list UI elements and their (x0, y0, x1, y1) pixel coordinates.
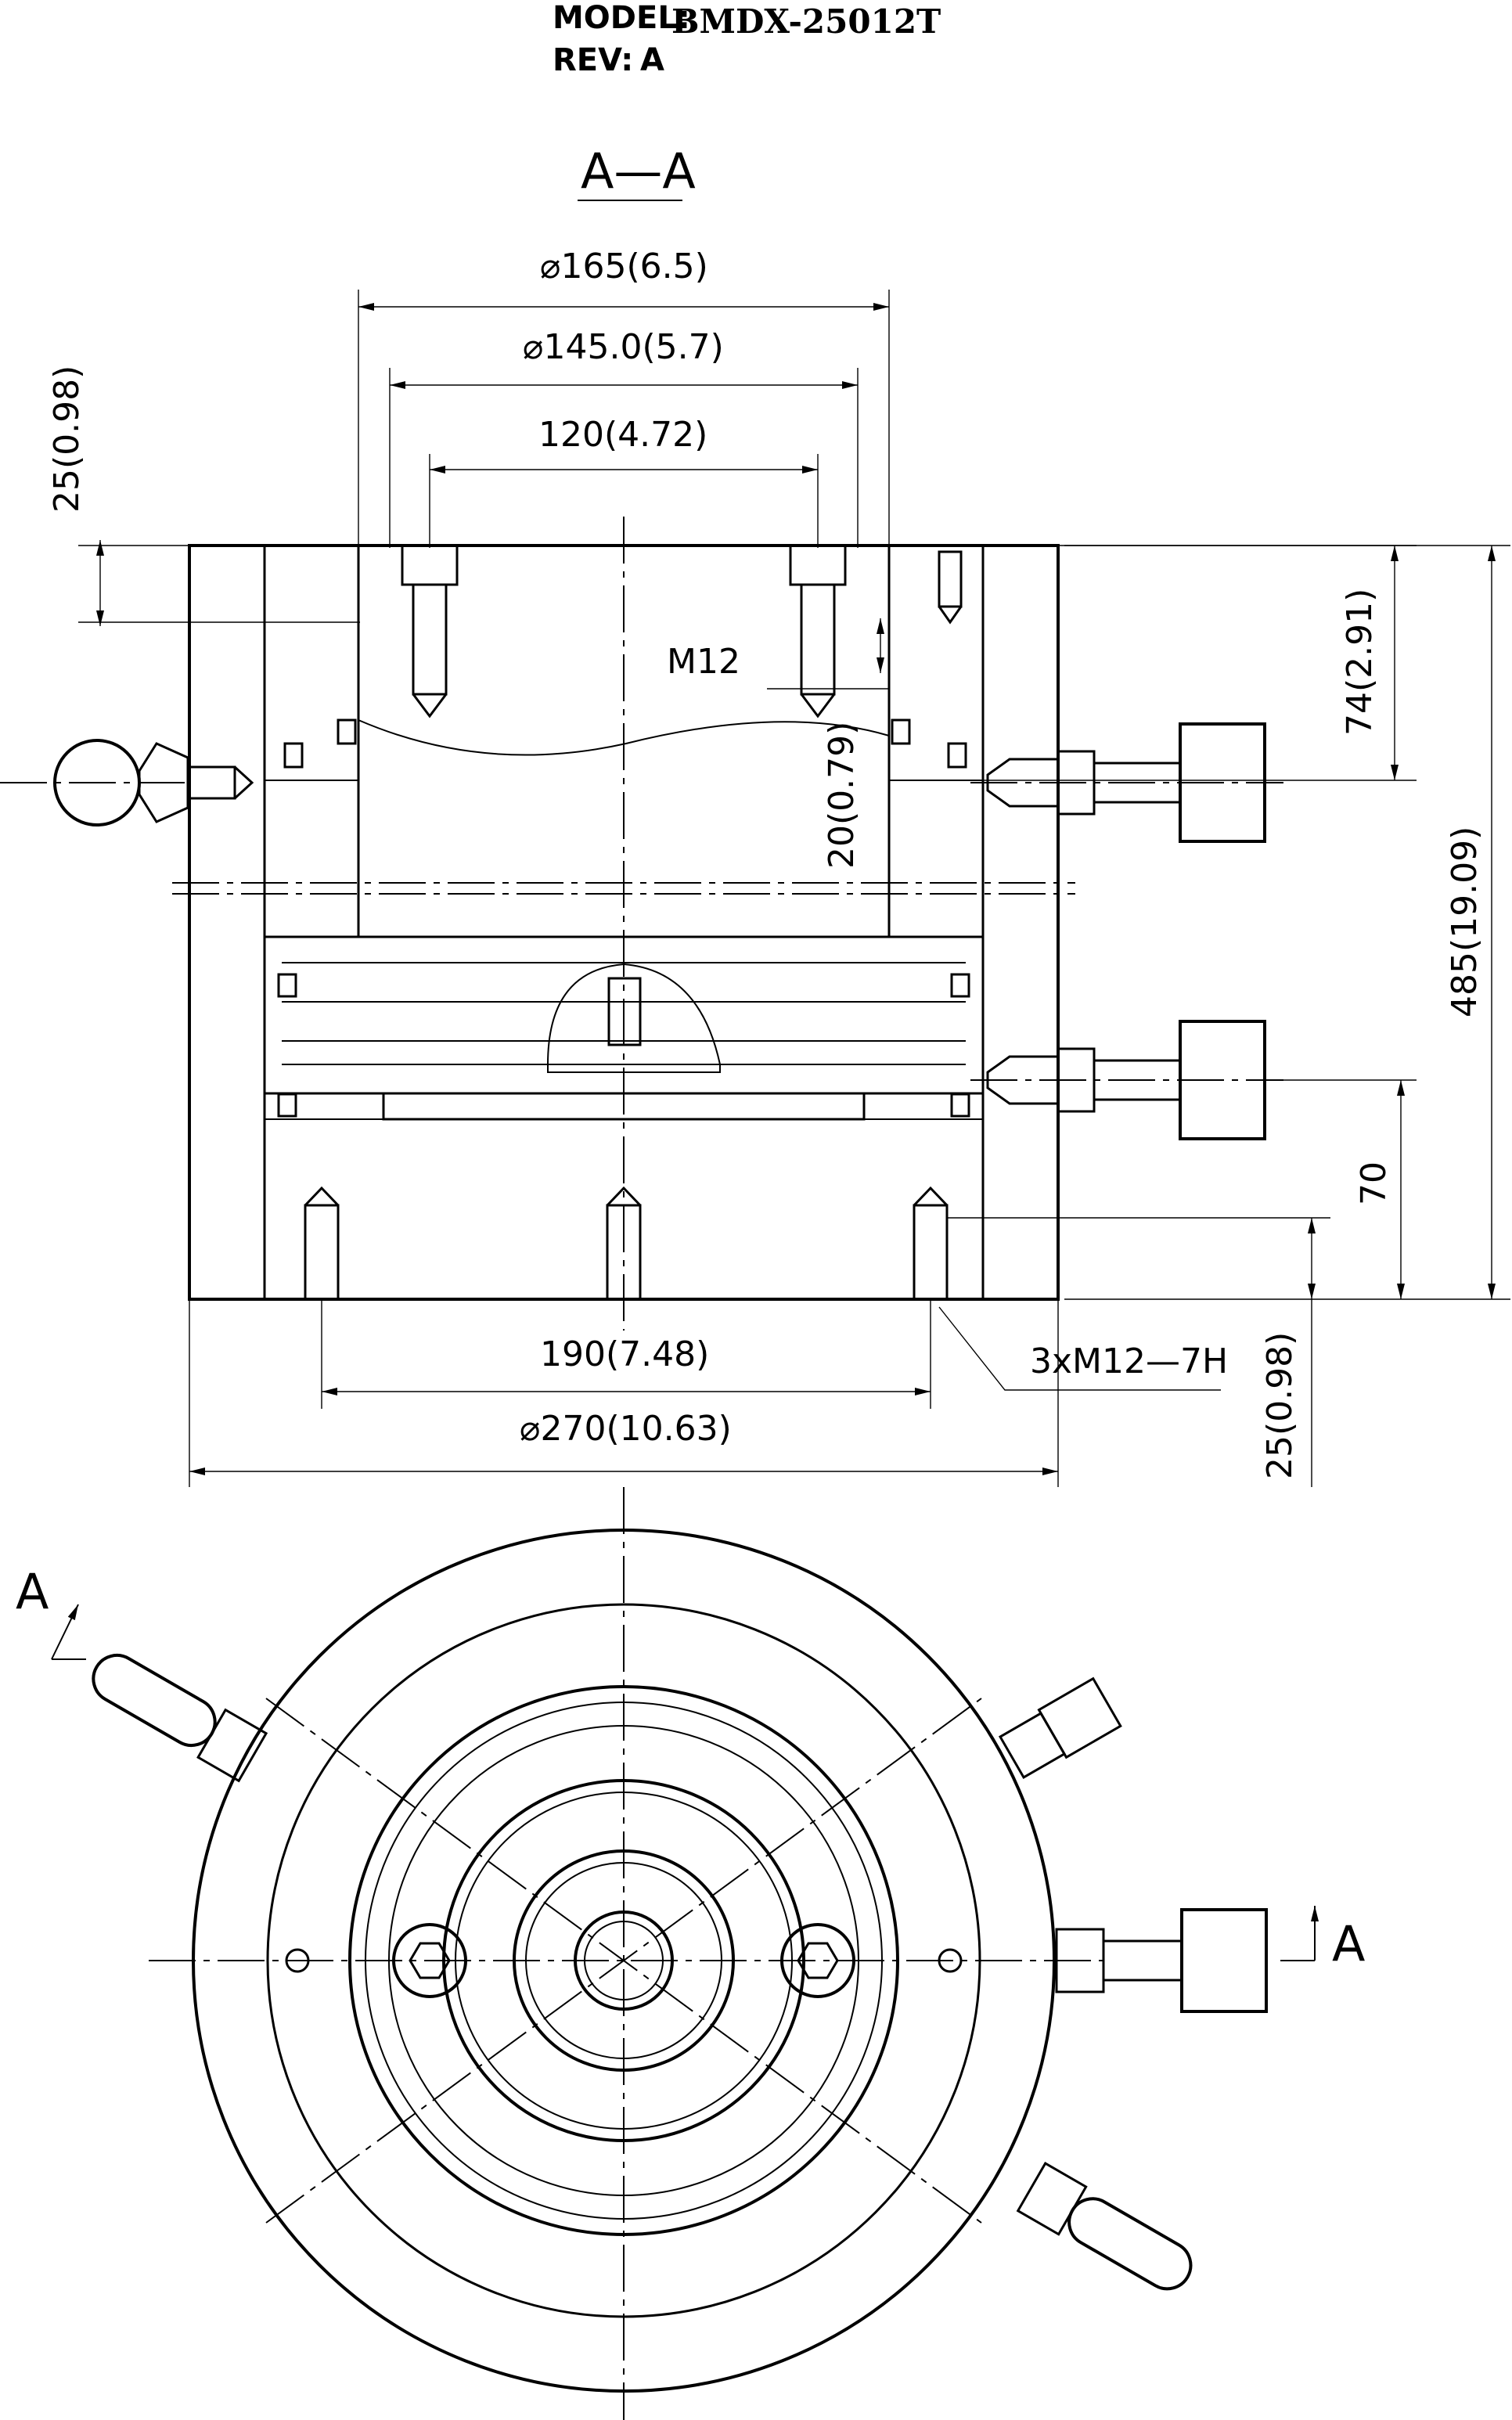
dim-190: 190(7.48) (540, 1334, 709, 1374)
seal-right-upper (947, 742, 967, 769)
piston-seal-left (277, 973, 297, 998)
rev-value: A (640, 42, 664, 78)
dim-d270: ⌀270(10.63) (520, 1409, 732, 1449)
seal-right-inner (891, 718, 911, 745)
dim-d165: ⌀165(6.5) (540, 247, 708, 286)
section-marker-right: A (1332, 1915, 1365, 1972)
dim-bottom-25: 25(0.98) (1260, 1332, 1300, 1479)
left-gland (264, 545, 359, 781)
rev-label: REV: (553, 42, 633, 78)
seal-left-upper (283, 742, 304, 769)
vent-hole-left (285, 1948, 310, 1973)
plan-bolt-left (392, 1923, 467, 1998)
base-bolt-right (913, 1186, 949, 1301)
dim-top-25: 25(0.98) (47, 366, 87, 513)
plunger-head (358, 545, 890, 756)
plan-bolt-right (780, 1923, 855, 1998)
top-bolt-right (789, 544, 847, 718)
right-gland (888, 545, 984, 781)
top-bolt-left (401, 544, 459, 718)
lower-seal-left (277, 1093, 297, 1118)
plan-view: A A (16, 1487, 1365, 2420)
piston-seal-right (950, 973, 970, 998)
plan-handle-upper-left (92, 1654, 268, 1783)
lower-seal-right (950, 1093, 970, 1118)
seal-left-inner (337, 718, 357, 745)
dim-3xm12: 3xM12—7H (1030, 1341, 1228, 1381)
dim-74: 74(2.91) (1340, 589, 1380, 736)
lower-coupler (970, 1020, 1283, 1140)
model-value: BMDX-25012T (671, 2, 941, 41)
dim-120: 120(4.72) (538, 415, 707, 455)
dim-d145: ⌀145.0(5.7) (523, 327, 724, 367)
left-cylinder-wall (188, 544, 266, 1301)
plan-coupler-upper-right (998, 1676, 1122, 1780)
vent-hole-right (938, 1948, 963, 1973)
base-bolt-left (304, 1186, 340, 1301)
section-marker-left: A (16, 1563, 49, 1620)
section-title: A—A (581, 142, 696, 200)
vent-screw (938, 550, 963, 608)
section-view (0, 517, 1283, 1331)
right-cylinder-wall (981, 544, 1060, 1301)
lifting-handle-stem (138, 742, 189, 823)
plan-coupler-right (1055, 1908, 1268, 2013)
plan-handle-lower-right (1016, 2161, 1193, 2291)
dim-m12: M12 (667, 642, 740, 682)
upper-coupler (970, 722, 1283, 843)
dim-20: 20(0.79) (822, 722, 862, 869)
title-block: MODEL: BMDX-25012T REV: A (553, 0, 941, 78)
piston-center-boss (547, 963, 721, 1073)
dimensions-section: ⌀165(6.5) ⌀145.0(5.7) 120(4.72) 25(0.98)… (47, 247, 1510, 1487)
dim-485: 485(19.09) (1445, 826, 1485, 1017)
dim-70: 70 (1354, 1161, 1394, 1205)
model-label: MODEL: (553, 0, 690, 36)
